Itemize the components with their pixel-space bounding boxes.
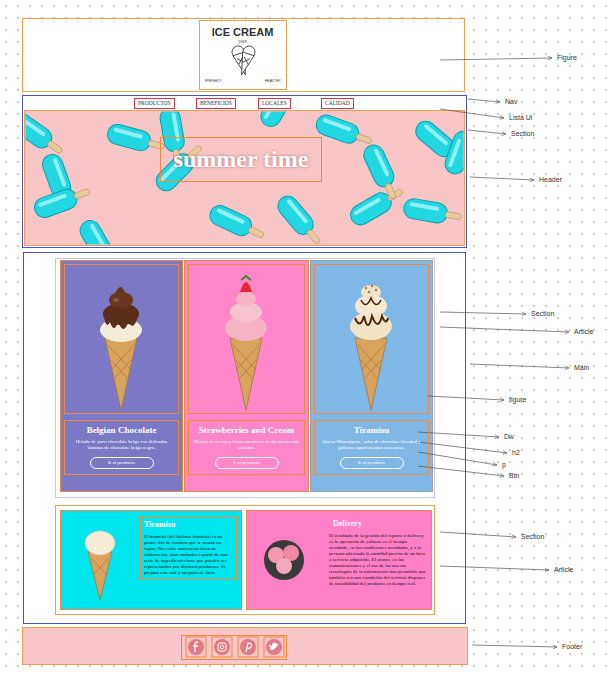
node-heading: PRODUCTOS [138,99,171,107]
annotation-label: Figure [557,54,577,61]
leader-lines [418,58,569,647]
node-heading: Belgian Chocolate [69,425,174,436]
article-text: Delivery El resultado de la gestión del r… [326,516,429,590]
node-text: HEALTHY [265,79,281,84]
button: Ir al producto [340,457,404,469]
chocolate-cone [100,287,142,410]
vanilla-cone [85,531,115,600]
node-heading: ICE CREAM [200,26,285,38]
annotation-label: Section [511,130,534,137]
node-text: El resultado de la gestión del reparto o… [329,533,426,587]
button: Ir al producto [215,457,279,469]
node-heading: Delivery [329,519,426,529]
nav-item: CALIDAD [321,98,354,109]
logo-cones [230,44,256,76]
annotation-label: Div [504,433,514,440]
node-heading: Ir al producto [94,460,150,466]
node-heading: summer time [174,146,309,173]
node-text: FRESHLY [205,79,221,84]
annotation-label: Nav [505,98,517,105]
node-text: 1969 [200,39,285,44]
node-heading: Ir al producto [344,460,400,466]
node-text: Queso Mascarpone, salsa de chocolate ble… [319,439,424,451]
annotation-label: Section [521,533,544,540]
hero-title: summer time [160,137,322,182]
annotation-label: Section [531,310,554,317]
node-text: Helado de puro chocolate belga con delic… [69,439,174,451]
node-heading: CALIDAD [325,99,350,107]
annotation-label: Lista Ul [509,114,532,121]
tiramisu-cone [350,285,392,410]
popsicle-pattern [26,112,464,245]
annotation-label: Article [574,328,593,335]
annotation-label: figure [509,396,527,403]
annotation-label: Footer [562,643,582,650]
scoop-bowl [264,540,304,580]
annotation-label: Header [539,176,562,183]
annotation-label: Btn [509,472,520,479]
logo-figure: ICE CREAM1969FRESHLY HEALTHY [199,20,287,90]
annotation-label: h2 [512,449,520,456]
annotation-label: Main [574,364,589,371]
nav-item: PRODUCTOS [134,98,175,109]
nav-item: LOCALES [258,98,291,109]
node-heading: BENEFICIOS [200,99,232,107]
card-body: Belgian ChocolateHelado de puro chocolat… [64,420,179,475]
node-heading: Ir al producto [219,460,275,466]
strawberry-cone [225,276,267,410]
node-heading: Strawberries and Cream [193,425,300,436]
card-body: TiramisuQueso Mascarpone, salsa de choco… [314,420,429,475]
node-heading: LOCALES [262,99,287,107]
card-body: Strawberries and CreamHelado de crema y … [188,420,305,475]
annotation-label: Article [554,566,573,573]
social-icons [186,637,284,657]
annotation-label: p [502,461,506,468]
article-text: Tiramisu El tiramisú (del italiano tirami… [140,516,237,580]
node-heading: Tiramisu [319,425,424,436]
button: Ir al producto [90,457,154,469]
node-heading: Tiramisu [144,520,233,530]
node-text: El tiramisú (del italiano tiramisù) es u… [144,534,233,576]
nav-item: BENEFICIOS [196,98,236,109]
node-text: Helado de crema y fresa con trozos de la… [193,439,300,451]
